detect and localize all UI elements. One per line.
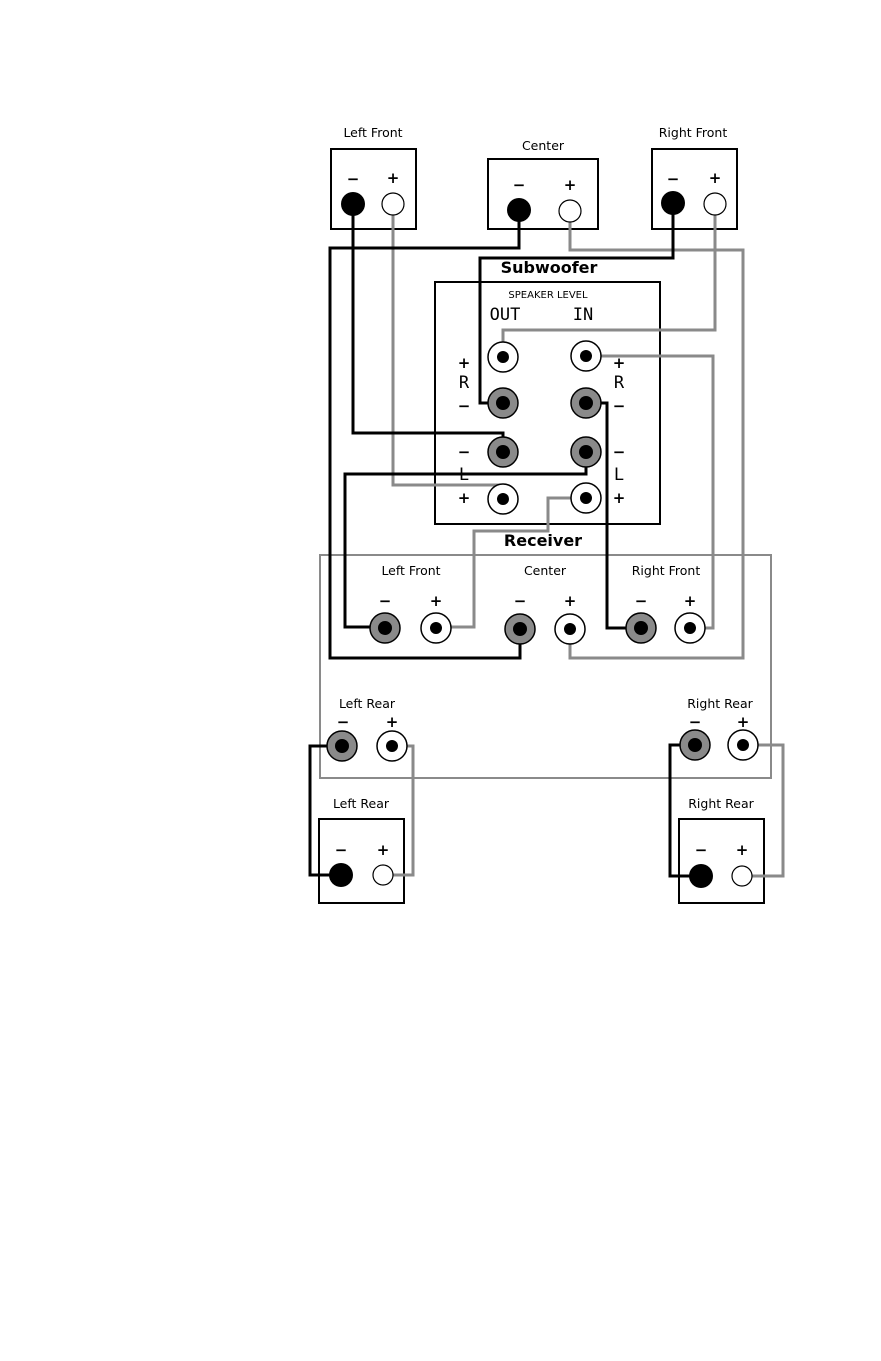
- sub-right-r-plus: +: [613, 354, 626, 372]
- receiver-center-negative-post: [513, 622, 527, 636]
- sub-right-l-plus: +: [613, 489, 626, 507]
- wire-right-front-negative: [480, 203, 673, 403]
- center-speaker-label: Center: [522, 138, 565, 153]
- receiver-center-plus: +: [564, 592, 577, 610]
- right-front-plus-label: +: [709, 169, 722, 187]
- right-front-positive-terminal: [704, 193, 726, 215]
- sub-right-r-minus: −: [613, 397, 626, 415]
- receiver-left-front-minus: −: [379, 592, 392, 610]
- left-rear-speaker-box: [319, 819, 404, 903]
- left-front-speaker-label: Left Front: [343, 125, 402, 140]
- wire-right-front-positive-to-sub: [503, 204, 715, 357]
- sub-left-l-plus: +: [458, 489, 471, 507]
- sub-left-l-minus: −: [458, 443, 471, 461]
- left-rear-negative-terminal: [329, 863, 353, 887]
- speaker-level-label: SPEAKER LEVEL: [508, 290, 588, 301]
- receiver-left-front-label: Left Front: [381, 563, 440, 578]
- receiver-right-rear-negative-post: [688, 738, 702, 752]
- sub-right-l-minus: −: [613, 443, 626, 461]
- sub-in-l-positive-post: [580, 492, 592, 504]
- receiver-terminals: [327, 613, 758, 761]
- receiver-right-rear-label: Right Rear: [687, 696, 753, 711]
- left-front-negative-terminal: [341, 192, 365, 216]
- sub-left-r-plus: +: [458, 354, 471, 372]
- sub-in-r-negative-post: [579, 396, 593, 410]
- receiver-center-positive-post: [564, 623, 576, 635]
- center-minus-label: −: [513, 176, 526, 194]
- receiver-center-minus: −: [514, 592, 527, 610]
- left-front-minus-label: −: [347, 170, 360, 188]
- receiver-right-front-label: Right Front: [632, 563, 701, 578]
- receiver-left-rear-label: Left Rear: [339, 696, 396, 711]
- left-front-plus-label: +: [387, 169, 400, 187]
- right-front-minus-label: −: [667, 170, 680, 188]
- sub-left-l-label: L: [459, 465, 469, 485]
- center-positive-terminal: [559, 200, 581, 222]
- receiver-left-rear-minus: −: [337, 713, 350, 731]
- right-rear-speaker-box: [679, 819, 764, 903]
- left-front-positive-terminal: [382, 193, 404, 215]
- right-rear-minus-label: −: [695, 841, 708, 859]
- wire-sub-right-out-positive: [586, 356, 713, 628]
- receiver-center-label: Center: [524, 563, 567, 578]
- subwoofer-title: Subwoofer: [501, 258, 598, 277]
- right-rear-speaker-label: Right Rear: [688, 796, 754, 811]
- subwoofer-terminals: [488, 341, 601, 514]
- center-plus-label: +: [564, 176, 577, 194]
- right-rear-plus-label: +: [736, 841, 749, 859]
- receiver-left-front-positive-post: [430, 622, 442, 634]
- receiver-right-front-negative-post: [634, 621, 648, 635]
- left-rear-speaker-label: Left Rear: [333, 796, 390, 811]
- receiver-left-front-plus: +: [430, 592, 443, 610]
- receiver-right-rear-positive-post: [737, 739, 749, 751]
- receiver-left-rear-positive-post: [386, 740, 398, 752]
- wire-center-positive: [570, 211, 743, 658]
- sub-in-l-negative-post: [579, 445, 593, 459]
- sub-right-l-label: L: [614, 465, 624, 485]
- sub-out-label: OUT: [490, 305, 521, 325]
- left-rear-plus-label: +: [377, 841, 390, 859]
- sub-out-r-positive-post: [497, 351, 509, 363]
- left-rear-positive-terminal: [373, 865, 393, 885]
- sub-right-r-label: R: [614, 373, 625, 393]
- receiver-left-rear-negative-post: [335, 739, 349, 753]
- sub-left-r-label: R: [459, 373, 470, 393]
- receiver-right-rear-plus: +: [737, 713, 750, 731]
- left-front-speaker-box: [331, 149, 416, 229]
- receiver-right-front-positive-post: [684, 622, 696, 634]
- center-negative-terminal: [507, 198, 531, 222]
- center-speaker-box: [488, 159, 598, 229]
- receiver-left-front-negative-post: [378, 621, 392, 635]
- right-rear-positive-terminal: [732, 866, 752, 886]
- sub-left-r-minus: −: [458, 397, 471, 415]
- receiver-left-rear-plus: +: [386, 713, 399, 731]
- receiver-right-rear-minus: −: [689, 713, 702, 731]
- right-front-speaker-label: Right Front: [659, 125, 728, 140]
- right-front-negative-terminal: [661, 191, 685, 215]
- sub-in-label: IN: [573, 305, 593, 325]
- right-rear-negative-terminal: [689, 864, 713, 888]
- receiver-title: Receiver: [504, 531, 582, 550]
- left-rear-minus-label: −: [335, 841, 348, 859]
- right-front-speaker-box: [652, 149, 737, 229]
- sub-out-r-negative-post: [496, 396, 510, 410]
- sub-out-l-positive-post: [497, 493, 509, 505]
- sub-in-r-positive-post: [580, 350, 592, 362]
- receiver-right-front-minus: −: [635, 592, 648, 610]
- sub-out-l-negative-post: [496, 445, 510, 459]
- receiver-right-front-plus: +: [684, 592, 697, 610]
- wire-sub-right-in-negative: [586, 403, 640, 628]
